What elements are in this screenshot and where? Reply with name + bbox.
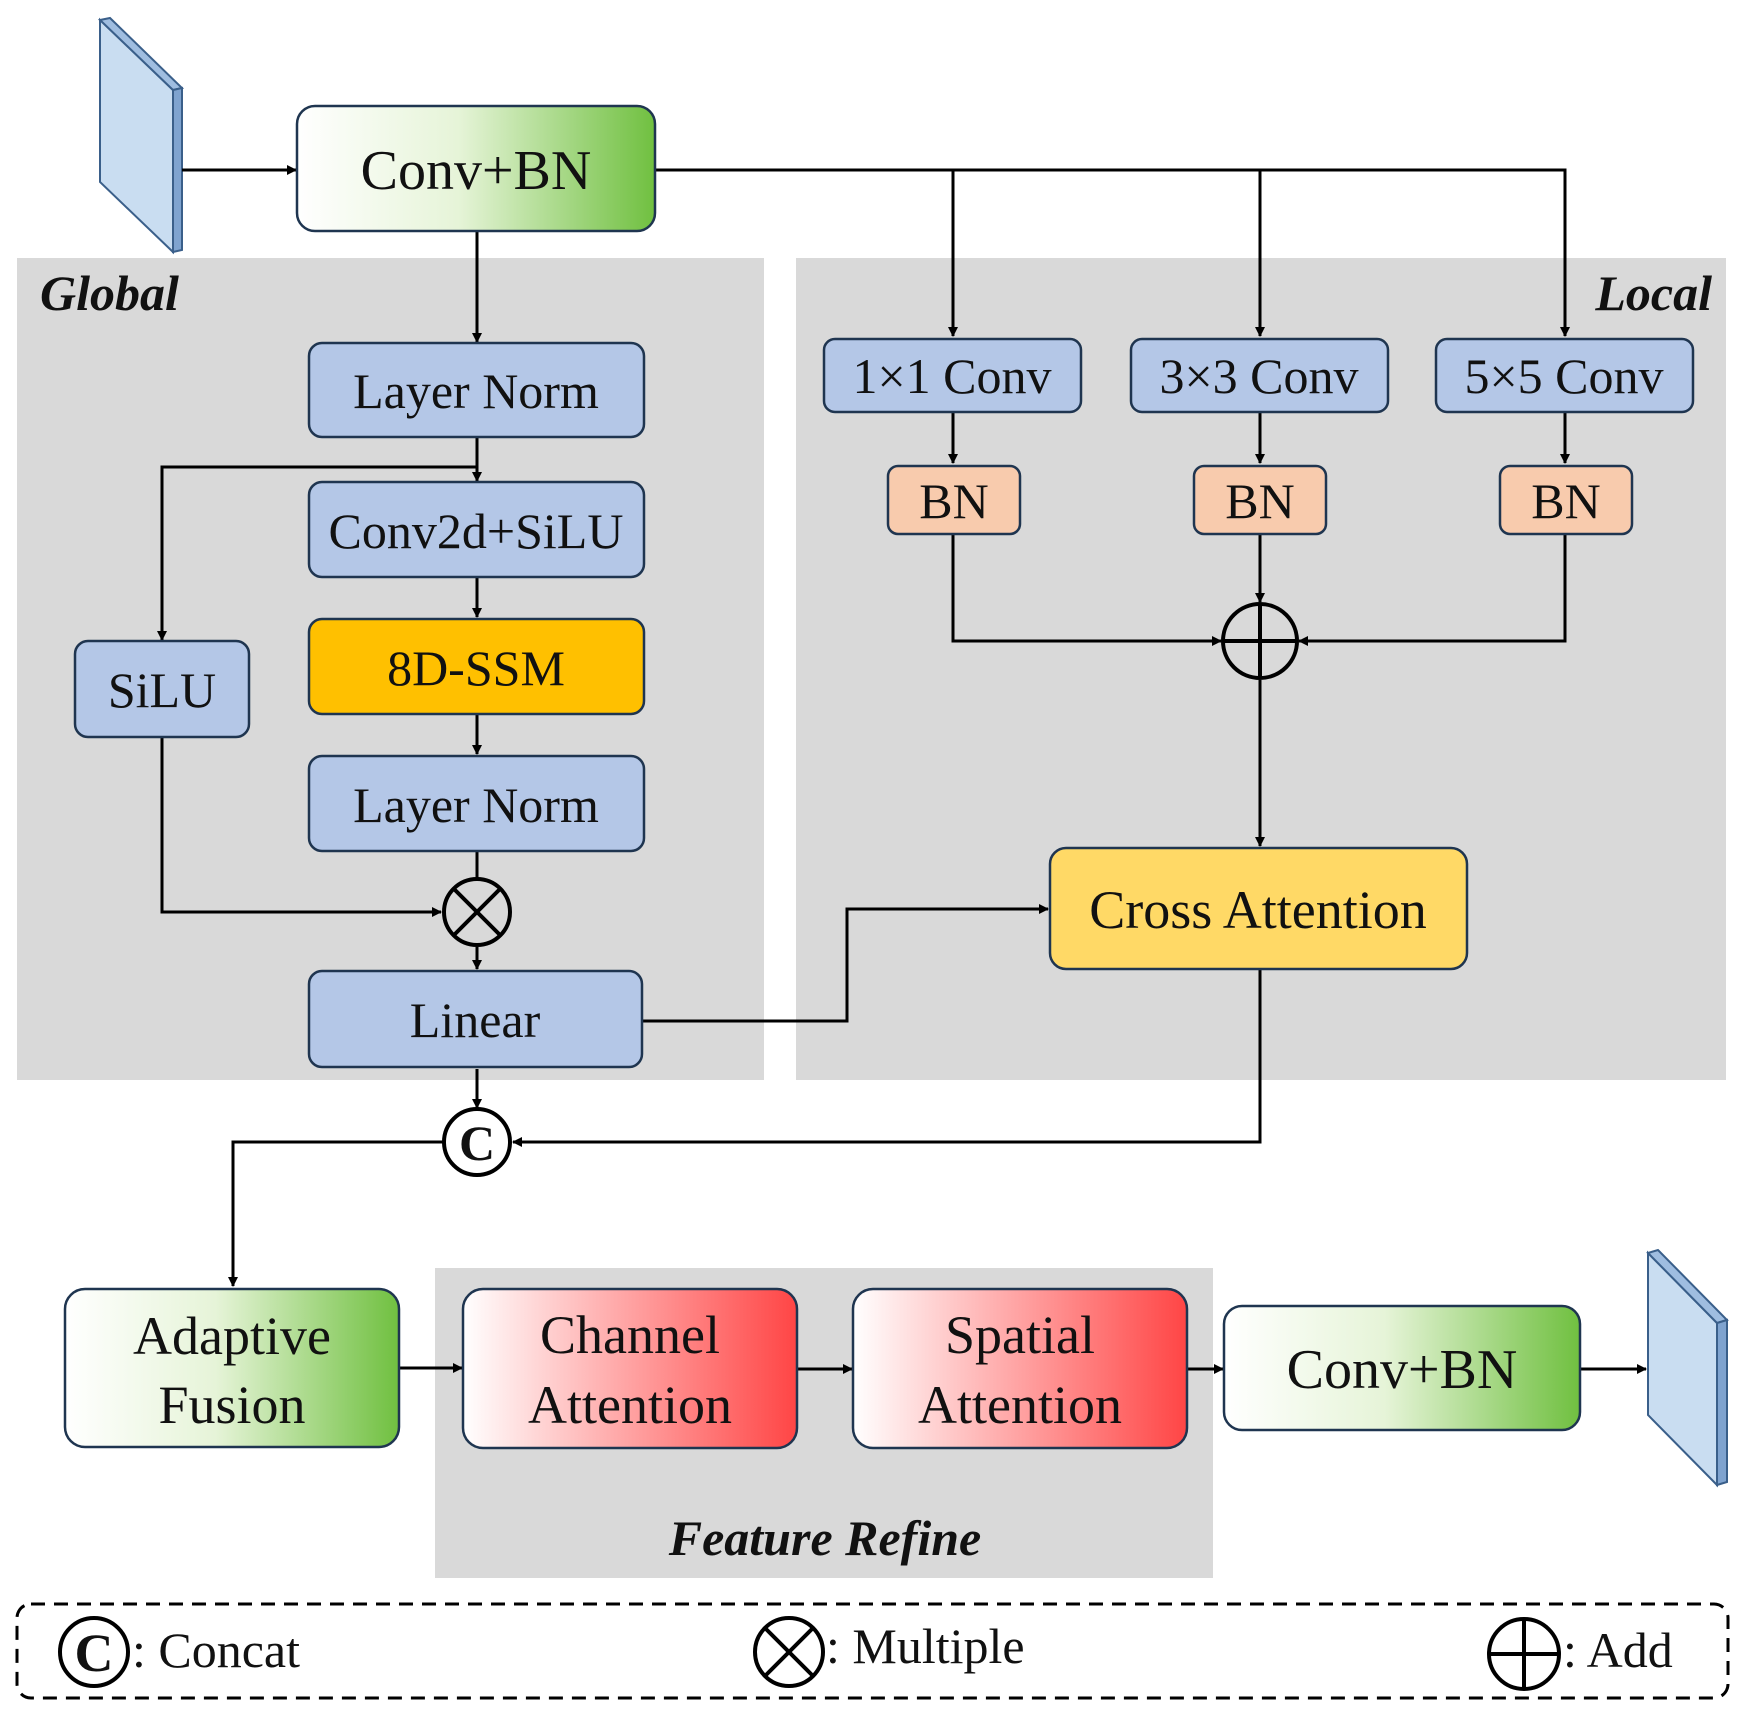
conv-3x3-block: 3×3 Conv (1129, 337, 1390, 414)
adaptive-fusion-label-line2: Fusion (158, 1375, 305, 1435)
add-operator (1221, 602, 1299, 680)
legend-border (15, 1602, 1730, 1700)
conv-bn-output-label: Conv+BN (1287, 1339, 1518, 1401)
adaptive-fusion-block: Adaptive Fusion (63, 1287, 401, 1449)
channel-attention-block: Channel Attention (461, 1287, 799, 1450)
ssm-block: 8D-SSM (307, 617, 646, 716)
adaptive-fusion-label-line1: Adaptive (133, 1306, 331, 1366)
silu-label: SiLU (108, 662, 216, 718)
concat-operator: C (442, 1107, 512, 1177)
spatial-attention-block: Spatial Attention (851, 1287, 1189, 1450)
bn-2-label: BN (1225, 473, 1294, 529)
multiply-operator (442, 877, 512, 947)
legend-add-icon (1487, 1617, 1561, 1691)
legend: C : Concat : Multiple : Add (15, 1602, 1730, 1700)
bn-2-block: BN (1192, 464, 1328, 536)
layer-norm-2-block: Layer Norm (307, 754, 646, 853)
legend-add-label: : Add (1563, 1622, 1673, 1678)
layer-norm-1-block: Layer Norm (307, 341, 646, 439)
bn-3-label: BN (1531, 473, 1600, 529)
channel-attention-label-line2: Attention (528, 1375, 732, 1435)
legend-concat-label: : Concat (132, 1622, 300, 1678)
conv-bn-input-label: Conv+BN (361, 140, 592, 202)
linear-block: Linear (307, 969, 644, 1069)
connectors (157, 165, 1647, 1374)
conv-1x1-label: 1×1 Conv (852, 348, 1051, 404)
spatial-attention-label-line1: Spatial (945, 1305, 1095, 1365)
legend-concat-icon: C (58, 1616, 130, 1688)
conv-1x1-block: 1×1 Conv (822, 337, 1083, 414)
feature-refine-title: Feature Refine (668, 1510, 981, 1566)
legend-concat-symbol: C (75, 1623, 114, 1683)
conv2d-silu-label: Conv2d+SiLU (329, 503, 624, 559)
cross-attention-label: Cross Attention (1089, 880, 1427, 940)
linear-label: Linear (410, 992, 541, 1048)
conv-5x5-label: 5×5 Conv (1464, 348, 1663, 404)
cross-attention-block: Cross Attention (1048, 846, 1469, 971)
conv-3x3-label: 3×3 Conv (1159, 348, 1358, 404)
conv-5x5-block: 5×5 Conv (1434, 337, 1695, 414)
conv2d-silu-block: Conv2d+SiLU (307, 480, 646, 579)
layer-norm-1-label: Layer Norm (353, 363, 599, 419)
legend-multiple-label: : Multiple (826, 1618, 1025, 1674)
global-title: Global (40, 265, 179, 321)
layer-norm-2-label: Layer Norm (353, 777, 599, 833)
bn-1-block: BN (886, 464, 1022, 536)
legend-multiply-icon (753, 1616, 825, 1688)
bn-1-label: BN (919, 473, 988, 529)
local-title: Local (1594, 265, 1712, 321)
bn-3-block: BN (1498, 464, 1634, 536)
channel-attention-label-line1: Channel (540, 1305, 720, 1365)
output-feature-map (1646, 1248, 1729, 1488)
ssm-label: 8D-SSM (387, 640, 565, 696)
spatial-attention-label-line2: Attention (918, 1375, 1122, 1435)
input-feature-map (97, 16, 185, 255)
silu-block: SiLU (73, 639, 251, 739)
conv-bn-output-block: Conv+BN (1222, 1304, 1582, 1432)
conv-bn-input-block: Conv+BN (295, 104, 657, 233)
concat-symbol: C (459, 1115, 495, 1171)
